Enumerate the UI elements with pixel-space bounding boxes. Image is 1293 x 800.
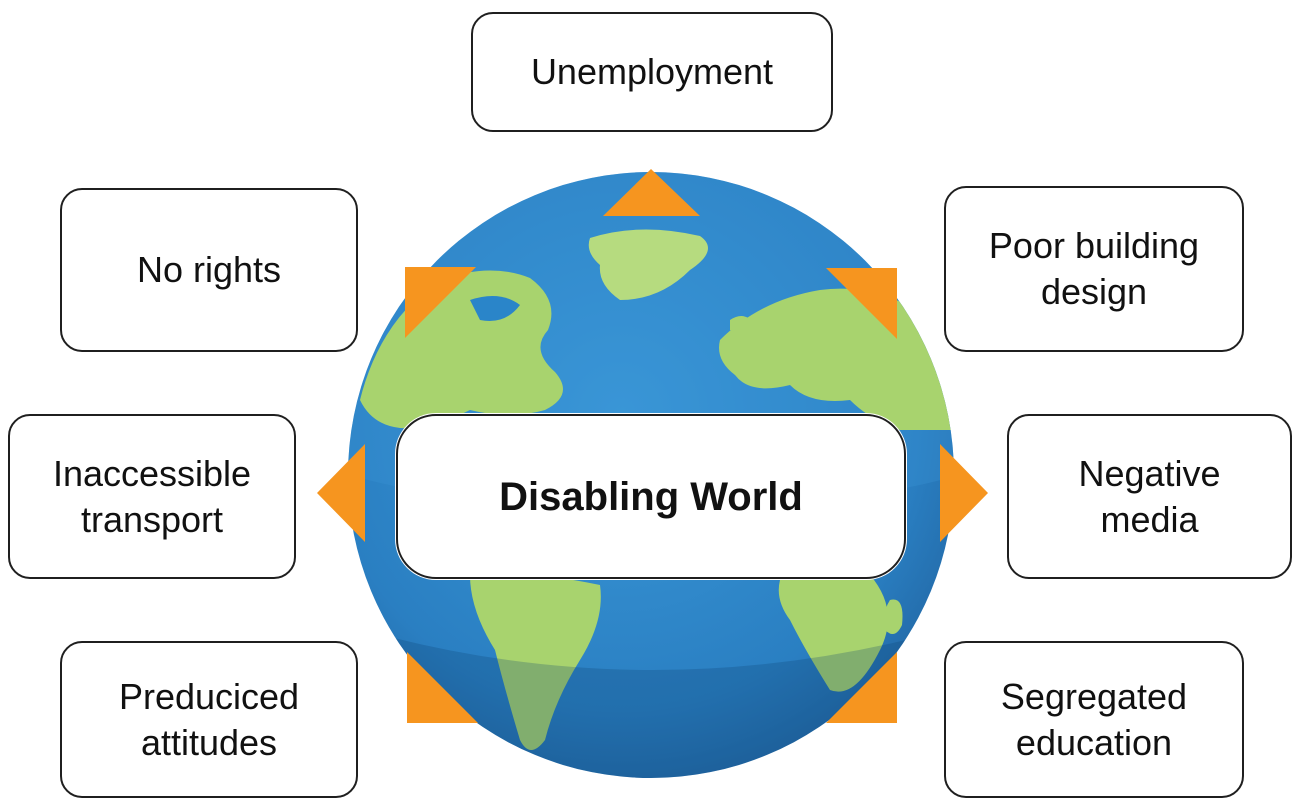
barrier-no-rights: No rights bbox=[60, 188, 358, 352]
barrier-negative-media: Negative media bbox=[1007, 414, 1292, 579]
center-label-disabling-world: Disabling World bbox=[396, 414, 906, 579]
arrow-left bbox=[317, 444, 365, 542]
barrier-segregated-education: Segregated education bbox=[944, 641, 1244, 798]
arrow-down-right bbox=[826, 652, 897, 723]
arrow-group bbox=[317, 169, 988, 723]
land-south-america bbox=[470, 573, 601, 750]
arrow-right bbox=[940, 444, 988, 542]
arrow-down-left bbox=[407, 652, 478, 723]
arrow-up-left bbox=[405, 267, 476, 338]
arrow-up-right bbox=[826, 268, 897, 339]
arrow-up bbox=[603, 169, 700, 216]
land-greenland bbox=[588, 229, 708, 300]
barrier-unemployment: Unemployment bbox=[471, 12, 833, 132]
barrier-poor-building-design: Poor building design bbox=[944, 186, 1244, 352]
barrier-inaccessible-transport: Inaccessible transport bbox=[8, 414, 296, 579]
barrier-prejudiced-attitudes: Preduciced attitudes bbox=[60, 641, 358, 798]
land-north-america bbox=[360, 270, 563, 429]
land-africa bbox=[778, 568, 888, 692]
